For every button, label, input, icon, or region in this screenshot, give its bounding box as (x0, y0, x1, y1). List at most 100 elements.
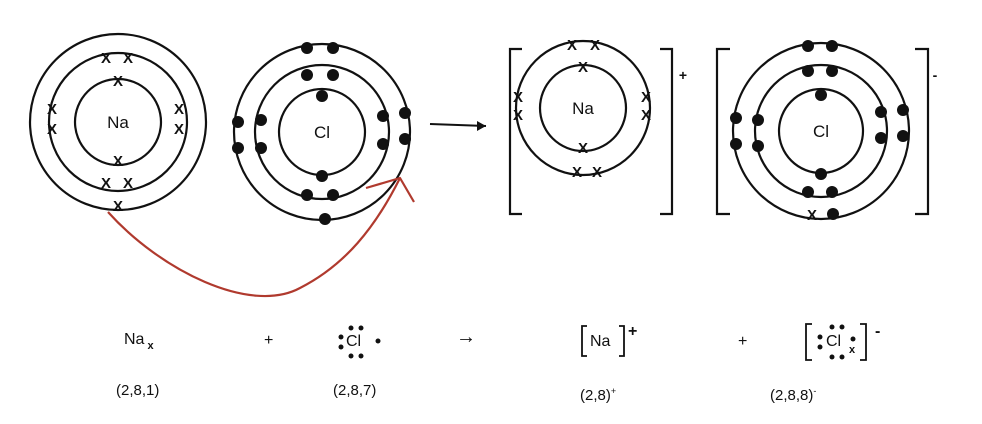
chloride-ion-valence-electron (826, 40, 838, 52)
sodium-ion-electron: X (572, 164, 582, 181)
chloride-ion-valence-electron (897, 130, 909, 142)
equation-sodium-ion-symbol: Na (590, 333, 611, 350)
reaction-arrow (429, 121, 487, 131)
lewis-dot (829, 324, 835, 330)
equation-arrow: → (456, 326, 476, 348)
sodium-ion-outer-shell (514, 39, 652, 177)
sodium-ion-inner-shell (538, 63, 628, 153)
sodium-ion-electron: X (567, 37, 577, 54)
electron-transfer-arrow (107, 176, 415, 298)
chloride-ion-valence-electron (897, 104, 909, 116)
chlorine-electron (301, 189, 313, 201)
chlorine-valence-electron (399, 107, 411, 119)
config-chloride-ion-charge: - (813, 386, 817, 396)
sodium-ion-charge: + (679, 67, 687, 83)
config-sodium-ion: (2,8)+ (580, 382, 616, 405)
chlorine-symbol: Cl (314, 123, 330, 142)
reaction-arrow-head (477, 121, 486, 131)
equation-sodium-symbol: Na (124, 331, 145, 348)
equation-sodium-ion-charge: + (628, 323, 638, 340)
lewis-dot (850, 336, 856, 342)
chlorine-electron (327, 69, 339, 81)
chloride-ion-valence-electron (827, 208, 839, 220)
chloride-ion-electron (826, 186, 838, 198)
chloride-ion-symbol: Cl (813, 122, 829, 141)
chloride-ion-electron (875, 106, 887, 118)
chloride-ion-right-bracket (915, 47, 930, 216)
chlorine-valence-electron (319, 213, 331, 225)
sodium-electron: X (101, 175, 111, 192)
sodium-ion-right-bracket (660, 47, 674, 216)
lewis-dot (358, 325, 364, 331)
sodium-ion-electron: X (513, 89, 523, 106)
sodium-electron: X (47, 121, 57, 138)
sodium-ion-electron: X (590, 37, 600, 54)
lewis-dot (829, 354, 835, 360)
sodium-ion-electron: X (513, 107, 523, 124)
config-chlorine-atom: (2,8,7) (333, 382, 377, 399)
transfer-arrow-curve (107, 177, 401, 298)
config-sodium-ion-value: (2,8) (580, 387, 611, 404)
chloride-ion-electron (752, 114, 764, 126)
sodium-outer-shell (28, 32, 208, 212)
lewis-dot (338, 334, 344, 340)
chlorine-electron (255, 114, 267, 126)
chlorine-electron (377, 110, 389, 122)
chlorine-electrons (232, 42, 411, 225)
sodium-electron: X (113, 153, 123, 170)
chlorine-electron (255, 142, 267, 154)
sodium-ion-left-bracket (508, 47, 522, 216)
sodium-ion-electrons: X X X X X X X X X X (513, 37, 651, 181)
chlorine-valence-electron (327, 42, 339, 54)
equation-plus-2: + (738, 333, 748, 350)
chloride-ion-valence-electron (802, 40, 814, 52)
chloride-ion-electrons (730, 40, 909, 220)
equation-chloride-ion-symbol: Cl (826, 333, 842, 350)
equation-chloride-ion: Cl (826, 333, 841, 351)
chlorine-valence-electron (301, 42, 313, 54)
lewis-right-bracket (619, 325, 625, 357)
sodium-symbol: Na (107, 113, 129, 132)
sodium-ion-lewis-brackets (581, 325, 625, 357)
equation-chlorine-symbol: Cl (346, 333, 362, 350)
chloride-ion-outer-shell (731, 41, 911, 221)
chloride-ion-electron (875, 132, 887, 144)
chloride-ion-valence-electron (730, 112, 742, 124)
config-sodium-ion-charge: + (610, 386, 617, 396)
chloride-ion: - Cl X (715, 40, 938, 224)
equation-chloride-ion-marker: x (849, 344, 856, 356)
config-chloride-ion: (2,8,8)- (770, 382, 816, 405)
sodium-electron: X (174, 121, 184, 138)
sodium-electron: X (174, 101, 184, 118)
chloride-ion-charge: - (933, 67, 938, 83)
sodium-electron: X (101, 50, 111, 67)
lewis-dot (338, 344, 344, 350)
equation-sodium-ion: Na (590, 333, 610, 351)
lewis-dot (817, 344, 823, 350)
chloride-ion-electron (752, 140, 764, 152)
chloride-ion-electron (826, 65, 838, 77)
chloride-ion-second-shell (753, 63, 889, 199)
equation-chloride-ion-charge: - (875, 323, 881, 340)
sodium-ion-electron: X (641, 107, 651, 124)
config-sodium-atom: (2,8,1) (116, 382, 160, 399)
chloride-ion-electron (815, 168, 827, 180)
sodium-inner-shell (73, 77, 163, 167)
chlorine-second-shell (253, 63, 391, 201)
chlorine-valence-electron (399, 133, 411, 145)
transfer-arrow-head (365, 176, 415, 203)
lewis-dot (358, 353, 364, 359)
equation-sodium-marker: x (147, 340, 154, 352)
chlorine-electron (316, 90, 328, 102)
sodium-ion-electron: X (578, 59, 588, 76)
chlorine-valence-electron (232, 142, 244, 154)
reaction-arrow-shaft (429, 123, 487, 127)
sodium-electron: X (47, 101, 57, 118)
lewis-dot (375, 338, 381, 344)
sodium-ion: + Na X X X X X X X X X X (508, 37, 687, 216)
lewis-dot (817, 334, 823, 340)
chloride-ion-valence-electron (730, 138, 742, 150)
chlorine-electron (316, 170, 328, 182)
chloride-ion-gained-electron: X (807, 207, 817, 224)
